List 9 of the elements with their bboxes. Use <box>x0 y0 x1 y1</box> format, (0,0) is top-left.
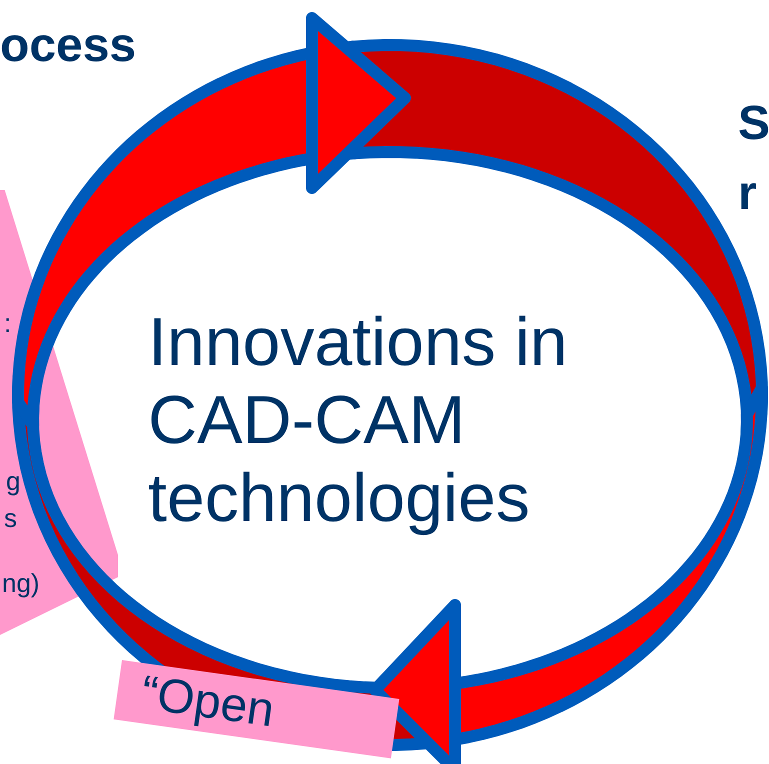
note-text: g <box>6 468 20 494</box>
note-text: ng) <box>2 570 40 596</box>
note-text: “Open <box>138 669 278 740</box>
heading-fragment: ocess <box>0 22 136 70</box>
note-text: : <box>4 310 12 336</box>
center-title: Innovations in CAD-CAM technologies <box>148 303 569 537</box>
heading-fragment: S <box>738 100 769 148</box>
note-text: s <box>4 505 17 531</box>
heading-fragment: r <box>738 170 757 218</box>
